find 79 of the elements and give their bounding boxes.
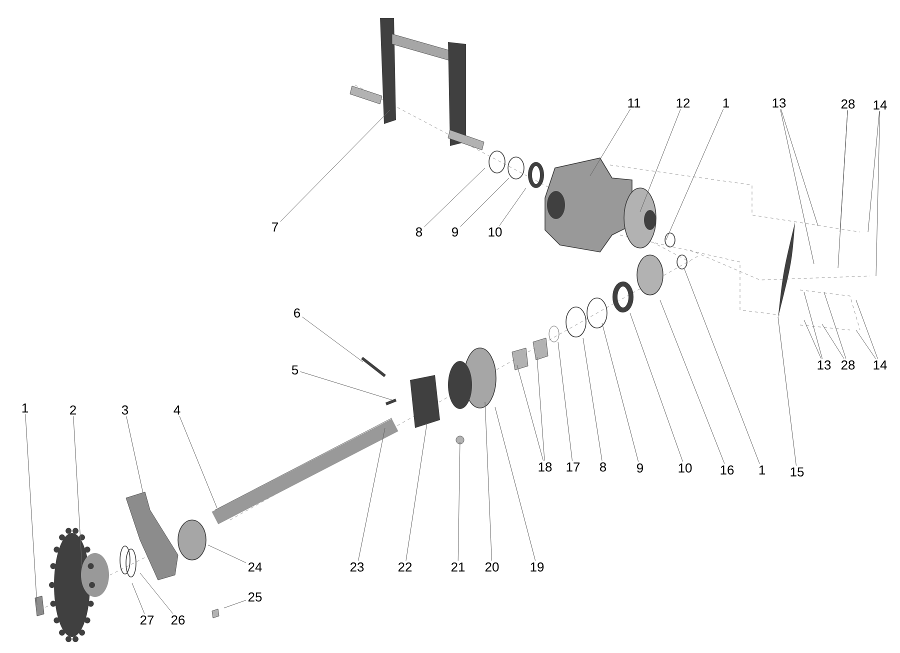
leader-line — [856, 300, 878, 360]
leader-line — [458, 442, 460, 561]
callout-number: 8 — [600, 462, 606, 472]
leader-line — [494, 406, 536, 561]
leader-line — [25, 414, 38, 606]
leader-line — [126, 416, 144, 494]
leader-line — [484, 402, 492, 561]
leader-line — [460, 178, 510, 227]
callout-number: 14 — [874, 100, 887, 110]
callout-number: 16 — [720, 465, 734, 475]
callout-number: 1 — [22, 404, 28, 412]
leader-line — [406, 422, 428, 561]
leader-line — [590, 108, 631, 176]
callout-number: 1 — [759, 466, 765, 474]
leader-line — [666, 108, 724, 240]
leader-line — [602, 322, 639, 462]
callout-number: 15 — [790, 467, 804, 477]
leader-line — [876, 110, 880, 276]
leader-line — [300, 371, 392, 400]
leader-line — [179, 416, 218, 508]
leader-line — [838, 110, 848, 268]
callout-number: 24 — [248, 562, 262, 572]
callout-number: 11 — [628, 98, 640, 108]
callout-number: 22 — [398, 562, 412, 572]
leader-line — [684, 268, 760, 464]
leader-line — [804, 320, 822, 359]
leader-line — [424, 168, 486, 228]
callout-number: 2 — [70, 405, 76, 415]
callout-number: 9 — [452, 227, 458, 237]
leader-line — [140, 572, 174, 614]
leader-line — [582, 338, 602, 461]
callout-number: 28 — [841, 360, 855, 370]
callout-number: 1 — [723, 98, 729, 108]
callout-number: 19 — [530, 562, 544, 572]
callout-number: 14 — [874, 360, 887, 370]
callout-number: 10 — [488, 227, 502, 237]
leader-line — [780, 109, 814, 264]
callout-number: 28 — [841, 99, 855, 109]
leader-line — [302, 316, 364, 362]
leader-line — [280, 110, 390, 222]
callout-number: 12 — [676, 98, 690, 108]
callout-number: 21 — [451, 562, 465, 572]
callout-number: 27 — [140, 615, 154, 625]
leader-line — [208, 544, 246, 564]
callout-number: 9 — [637, 463, 643, 473]
leader-line — [822, 324, 844, 359]
leader-line — [640, 109, 681, 212]
callout-number: 23 — [350, 562, 364, 572]
callout-number: 8 — [416, 227, 422, 237]
leader-line — [868, 110, 880, 232]
callout-number: 3 — [122, 405, 128, 415]
leader-line — [558, 342, 573, 462]
callout-number: 18 — [538, 462, 552, 472]
callout-number: 7 — [272, 222, 278, 232]
leader-line — [499, 188, 526, 226]
leader-line — [824, 292, 846, 359]
callout-number: 17 — [566, 462, 580, 472]
leader-line — [660, 300, 725, 464]
leader-line — [73, 416, 82, 568]
leader-line — [778, 316, 796, 466]
leader-line — [804, 292, 823, 359]
callout-number: 13 — [818, 360, 831, 370]
callout-number: 6 — [294, 308, 300, 318]
leader-line — [516, 364, 544, 461]
leader-line — [630, 312, 684, 462]
leader-line — [132, 582, 145, 614]
callout-number: 5 — [292, 365, 298, 375]
callout-number: 13 — [772, 98, 786, 108]
callout-number: 10 — [678, 463, 692, 473]
callout-number: 20 — [485, 562, 499, 572]
callout-number: 4 — [174, 406, 180, 414]
leader-line — [856, 330, 876, 360]
leader-line — [224, 600, 246, 608]
callout-number: 25 — [248, 592, 262, 602]
callout-number: 26 — [171, 615, 185, 625]
leader-line — [840, 110, 848, 232]
leader-line — [358, 428, 386, 561]
leader-line — [780, 109, 818, 226]
leader-line — [536, 356, 545, 461]
